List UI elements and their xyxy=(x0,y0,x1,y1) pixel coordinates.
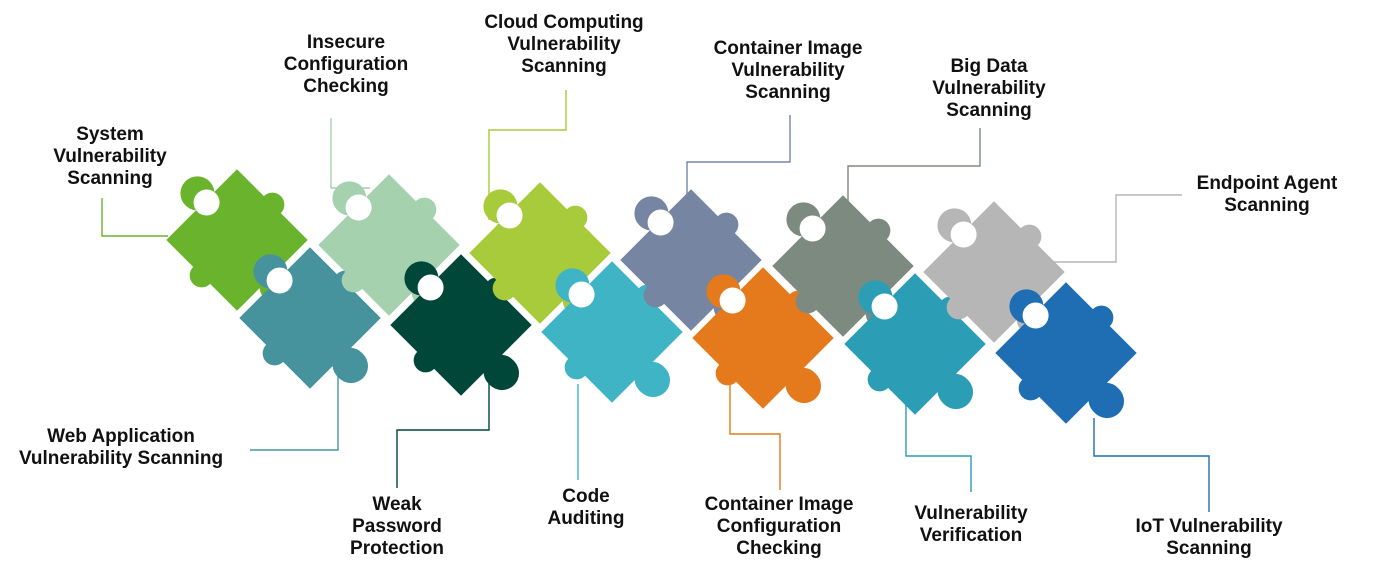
label-line: Vulnerability xyxy=(507,34,621,55)
puzzle-socket xyxy=(568,281,595,308)
puzzle-socket xyxy=(719,287,746,314)
leader-line-vulnerability-verification xyxy=(905,396,972,492)
puzzle-socket xyxy=(266,267,293,294)
puzzle-knob xyxy=(1090,384,1125,419)
label-line: Vulnerability Scanning xyxy=(18,448,224,469)
puzzle-socket xyxy=(799,215,826,242)
label-line: Checking xyxy=(736,538,822,559)
puzzle-knob xyxy=(787,369,822,404)
label-line: Web Application xyxy=(47,426,195,447)
puzzle-knob xyxy=(334,349,369,384)
label-line: Container Image xyxy=(704,494,854,515)
label-line: Endpoint Agent xyxy=(1196,173,1338,194)
puzzle-socket xyxy=(871,293,898,320)
label-line: System xyxy=(76,124,144,145)
leader-line-container-image-configuration-checking xyxy=(729,380,781,490)
puzzle-socket xyxy=(417,274,444,301)
label-line: Scanning xyxy=(521,56,607,77)
label-line: Auditing xyxy=(547,508,625,529)
leader-line-cloud-computing-vulnerability-scanning xyxy=(488,90,567,220)
label-line: Verification xyxy=(919,525,1023,546)
puzzle-piece-iot-vulnerability-scanning xyxy=(995,282,1137,424)
label-line: Protection xyxy=(350,538,444,559)
leader-line-system-vulnerability-scanning xyxy=(101,198,168,237)
puzzle-socket xyxy=(950,221,977,248)
leader-line-big-data-vulnerability-scanning xyxy=(847,128,981,208)
leader-line-web-application-vulnerability-scanning xyxy=(250,375,339,451)
label-line: Big Data xyxy=(950,56,1028,77)
label-line: Configuration xyxy=(283,54,409,75)
puzzle-knob xyxy=(939,375,974,410)
puzzle-socket xyxy=(647,209,674,236)
connector-lines xyxy=(101,90,1210,512)
label-line: Vulnerability xyxy=(914,503,1028,524)
label-line: Container Image xyxy=(713,38,863,59)
leader-line-weak-password-protection xyxy=(396,380,490,488)
puzzle-socket xyxy=(193,189,220,216)
label-line: Insecure xyxy=(306,32,386,53)
leader-line-container-image-vulnerability-scanning xyxy=(686,115,791,212)
label-line: Scanning xyxy=(67,168,153,189)
puzzle-knob xyxy=(636,363,671,398)
label-line: Vulnerability xyxy=(932,78,1046,99)
label-line: Weak xyxy=(372,494,422,515)
label-line: Vulnerability xyxy=(53,146,167,167)
label-line: Password xyxy=(352,516,442,537)
label-line: IoT Vulnerability xyxy=(1135,516,1283,537)
label-line: Vulnerability xyxy=(731,60,845,81)
label-line: Checking xyxy=(303,76,389,97)
label-line: Code xyxy=(562,486,610,507)
label-line: Configuration xyxy=(716,516,842,537)
puzzle-socket xyxy=(496,202,523,229)
leader-line-endpoint-agent-scanning xyxy=(1038,194,1182,263)
leader-line-iot-vulnerability-scanning xyxy=(1093,418,1210,512)
leader-line-insecure-configuration-checking xyxy=(330,118,370,189)
puzzle-socket xyxy=(345,194,372,221)
label-line: Scanning xyxy=(1166,538,1252,559)
label-line: Scanning xyxy=(1224,195,1310,216)
puzzle-socket xyxy=(1022,302,1049,329)
puzzle-pieces xyxy=(166,169,1137,424)
puzzle-knob xyxy=(485,356,520,391)
label-line: Cloud Computing xyxy=(484,12,644,33)
label-line: Scanning xyxy=(946,100,1032,121)
label-line: Scanning xyxy=(745,82,831,103)
